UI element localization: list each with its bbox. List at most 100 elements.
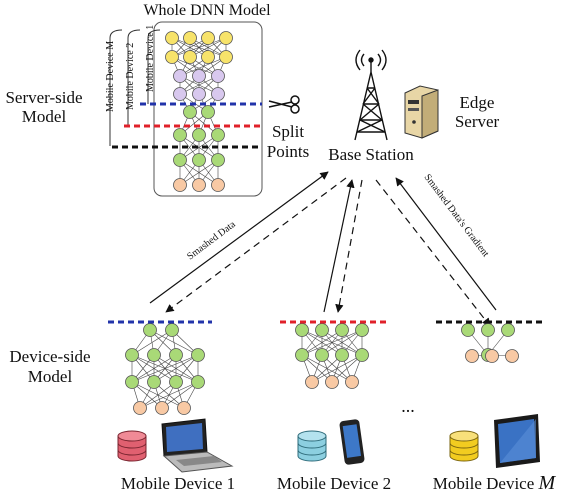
neuron xyxy=(211,153,225,167)
neuron xyxy=(211,178,225,192)
neuron xyxy=(192,178,206,192)
network-edge xyxy=(139,381,177,409)
database-icon xyxy=(117,430,147,462)
network-edge xyxy=(131,354,177,383)
device-m-label: Mobile Device M xyxy=(433,472,557,492)
neuron xyxy=(201,105,215,119)
neuron xyxy=(481,323,495,337)
neuron xyxy=(211,69,225,83)
database-icon xyxy=(449,430,479,462)
network-edge xyxy=(179,134,219,161)
device-side-label: Device-side xyxy=(9,347,90,366)
neuron xyxy=(147,348,161,362)
server-network xyxy=(165,31,233,192)
base-station-label: Base Station xyxy=(328,145,414,164)
network-edge xyxy=(179,75,219,95)
neuron xyxy=(183,31,197,45)
server-label: Server xyxy=(455,112,500,131)
neuron xyxy=(305,375,319,389)
neuron xyxy=(169,375,183,389)
neuron xyxy=(173,178,187,192)
network-edge xyxy=(301,329,363,356)
points-label: Points xyxy=(267,142,310,161)
network-edge xyxy=(139,381,199,409)
neuron xyxy=(165,323,179,337)
device-m-network xyxy=(461,323,519,363)
neuron xyxy=(355,323,369,337)
laptop-icon xyxy=(161,418,234,473)
tablet-icon xyxy=(494,414,540,468)
network-edge xyxy=(179,56,227,77)
network-edge xyxy=(301,329,343,356)
neuron xyxy=(165,31,179,45)
neuron xyxy=(501,323,515,337)
network-edge xyxy=(321,329,363,356)
arrow-down-device-1 xyxy=(165,177,347,313)
network-edge xyxy=(131,329,173,356)
neuron xyxy=(191,348,205,362)
bracket-label-device-2: Mobile Device 2 xyxy=(125,43,136,110)
neuron xyxy=(192,87,206,101)
neuron xyxy=(177,401,191,415)
network-edge xyxy=(131,354,199,383)
neuron xyxy=(335,348,349,362)
neuron xyxy=(355,348,369,362)
split-label: Split xyxy=(272,122,304,141)
bracket-label-device-1: Mobile Device 1 xyxy=(145,25,156,92)
bracket-label-device-m: Mobile Device M xyxy=(105,41,116,112)
device-side-label-2: Model xyxy=(28,367,73,386)
neuron xyxy=(165,50,179,64)
arrow-down-device-m xyxy=(375,179,491,327)
network-edge xyxy=(311,354,363,383)
neuron xyxy=(173,128,187,142)
neuron xyxy=(211,87,225,101)
neuron xyxy=(325,375,339,389)
neuron xyxy=(505,349,519,363)
neuron xyxy=(173,153,187,167)
neuron xyxy=(201,31,215,45)
arrow-up-device-1 xyxy=(149,171,329,304)
network-edge xyxy=(171,56,219,77)
scissors-icon xyxy=(268,95,300,114)
device-2-label: Mobile Device 2 xyxy=(277,474,391,492)
network-edge xyxy=(153,354,199,383)
neuron xyxy=(125,375,139,389)
edge-server-icon xyxy=(404,85,439,139)
neuron xyxy=(192,153,206,167)
neuron xyxy=(201,50,215,64)
device-1-network xyxy=(125,323,205,415)
network-edge xyxy=(171,37,227,58)
neuron xyxy=(173,69,187,83)
neuron xyxy=(173,87,187,101)
server-side-label: Server-side xyxy=(5,88,82,107)
neuron xyxy=(125,348,139,362)
arrow-up-device-m xyxy=(395,177,497,311)
neuron xyxy=(147,375,161,389)
neuron xyxy=(315,323,329,337)
whole-dnn-title: Whole DNN Model xyxy=(143,2,271,19)
ellipsis: ... xyxy=(401,396,415,416)
neuron xyxy=(345,375,359,389)
gradient-label: Smashed Data's Gradient xyxy=(422,172,491,259)
neuron xyxy=(155,401,169,415)
edge-label: Edge xyxy=(460,93,495,112)
device-brackets xyxy=(109,29,161,146)
neuron xyxy=(191,375,205,389)
base-station-icon xyxy=(354,49,388,141)
device-2-network xyxy=(295,323,369,389)
neuron xyxy=(465,349,479,363)
whole-model-box xyxy=(153,21,263,197)
network-edge xyxy=(161,381,199,409)
database-icon xyxy=(297,430,327,462)
neuron xyxy=(183,50,197,64)
server-side-label-2: Model xyxy=(22,107,67,126)
network-edge xyxy=(179,159,219,186)
neuron xyxy=(461,323,475,337)
neuron xyxy=(169,348,183,362)
neuron xyxy=(211,128,225,142)
neuron xyxy=(143,323,157,337)
neuron xyxy=(192,69,206,83)
arrow-up-device-2 xyxy=(323,179,355,313)
neuron xyxy=(219,50,233,64)
